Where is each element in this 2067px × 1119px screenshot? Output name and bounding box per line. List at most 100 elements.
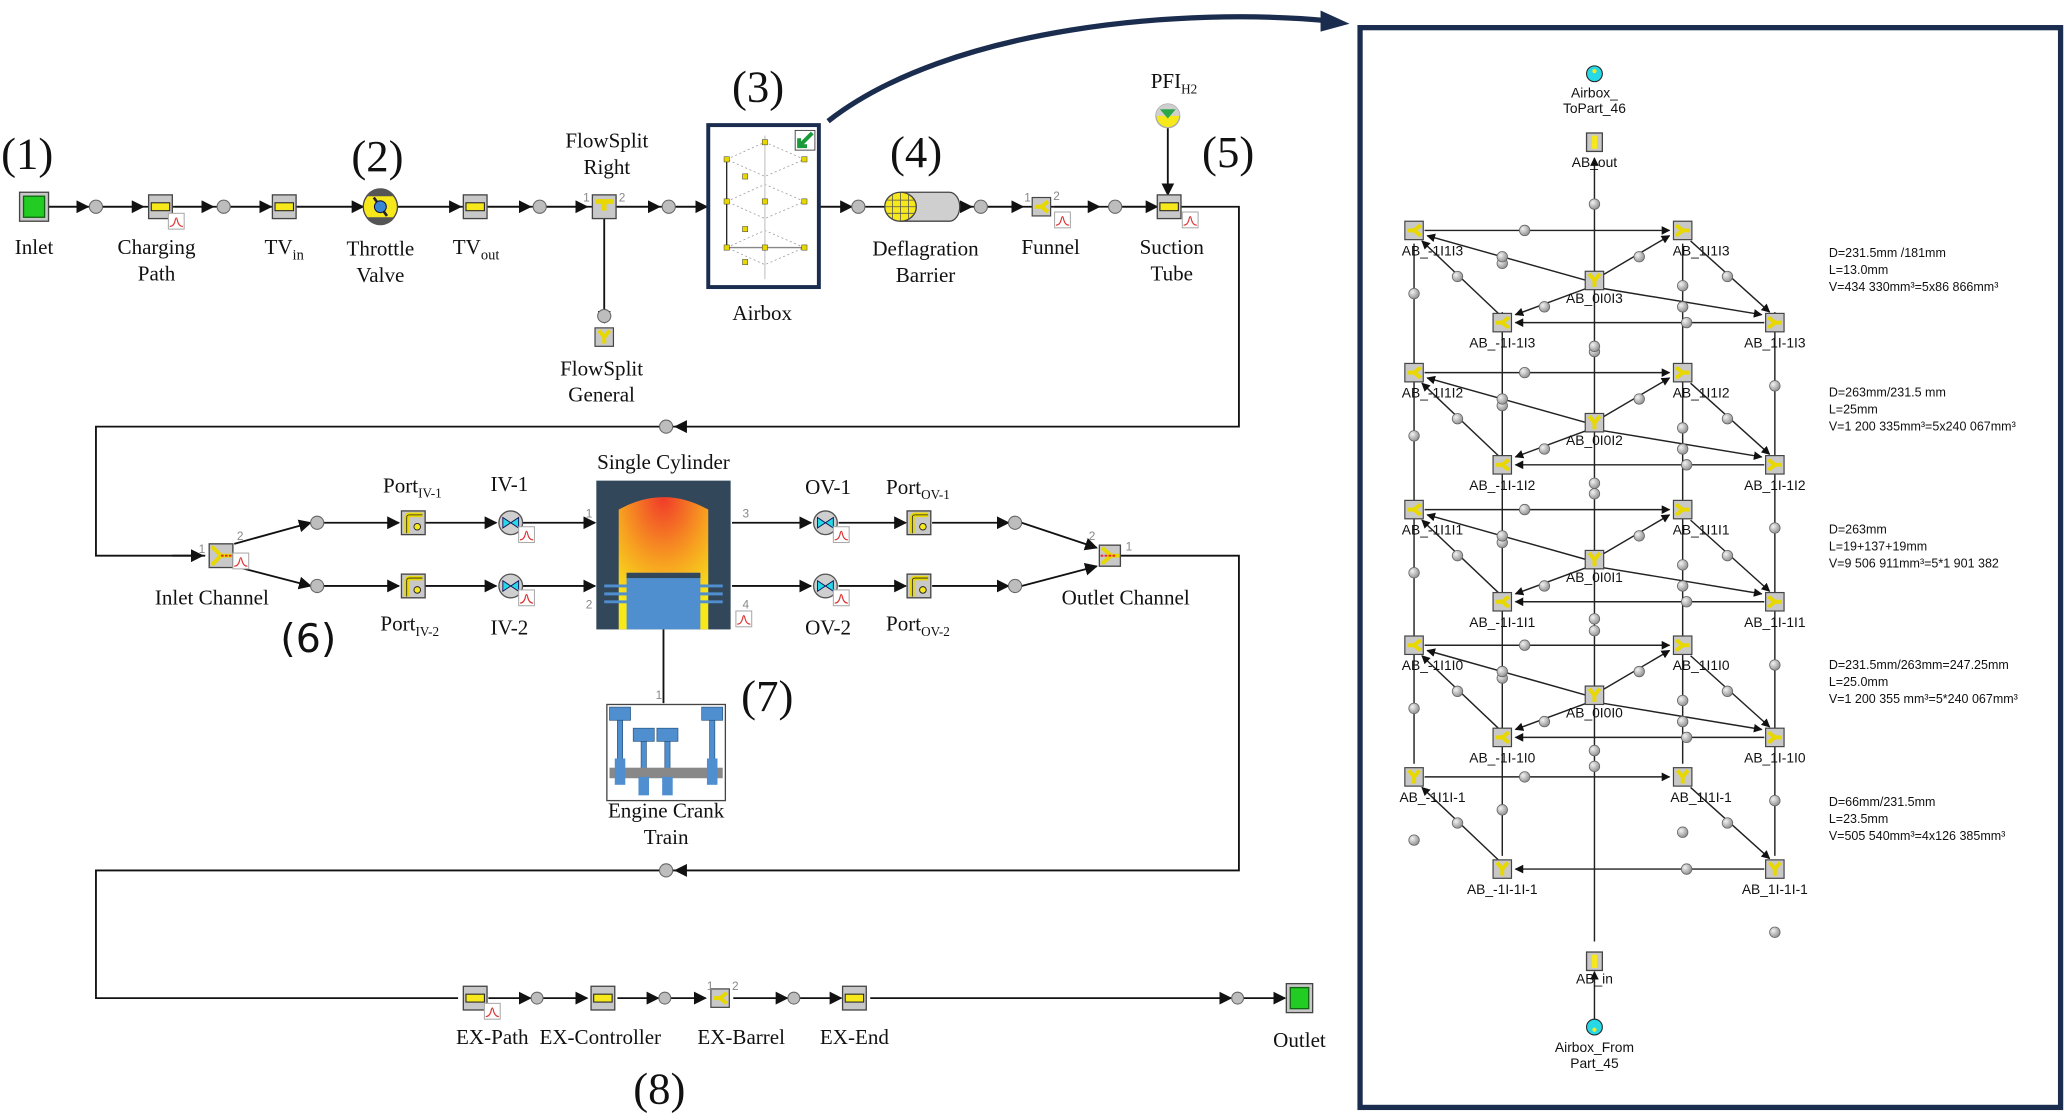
section-number-8: (8) [633,1063,685,1113]
junction-node [1769,380,1781,392]
single-cylinder-block[interactable]: 1 2 3 4 Single Cylinder [586,450,753,630]
ov2-valve[interactable]: OV-2 [805,573,851,640]
bottom-connection-label: Part_45 [1570,1055,1619,1071]
airbox-right-flowsplit[interactable] [1671,361,1694,384]
ov1-label: OV-1 [805,475,851,499]
port-number: 2 [237,529,244,543]
deflagration-barrier-block[interactable]: Deflagration Barrier [872,191,979,287]
tv-in-block[interactable]: TVin [264,194,305,264]
flowsplit-general-block[interactable]: FlowSplit General [560,325,643,407]
section-number-5: (5) [1202,127,1254,177]
outlet-channel-block[interactable]: 2 1 Outlet Channel [1062,529,1190,610]
airbox-block[interactable]: Airbox [706,123,821,325]
ex-barrel-block[interactable]: 1 2 EX-Barrel [697,979,785,1049]
airbox-right-flowsplit[interactable] [1671,219,1694,242]
airbox-front-left-flowsplit[interactable] [1491,857,1514,881]
junction-node [1007,515,1023,530]
airbox-left-flowsplit[interactable] [1402,498,1426,521]
flowsplit-right-block[interactable]: 1 2 FlowSplit Right [565,128,649,220]
junction-node [1451,550,1464,562]
pfi-h2-injector[interactable]: PFIH2 [1151,69,1198,129]
inlet-block[interactable]: Inlet [15,191,54,259]
tv-out-block[interactable]: TVout [453,194,500,264]
airbox-from-part-connection-icon[interactable] [1586,1018,1603,1036]
airbox-front-left-flowsplit[interactable] [1491,311,1514,334]
port-ov1-block[interactable]: PortOV-1 [886,475,950,535]
airbox-left-flowsplit[interactable] [1402,219,1426,242]
port-ov2-block[interactable]: PortOV-2 [886,574,950,639]
airbox-left-label: AB_-1I1I2 [1402,385,1463,401]
airbox-front-right-flowsplit[interactable] [1763,590,1787,613]
airbox-to-part-connection-icon[interactable] [1586,65,1603,83]
junction-node [1721,413,1734,425]
airbox-front-left-flowsplit[interactable] [1491,453,1514,477]
junction-node [1451,413,1464,425]
airbox-front-left-flowsplit[interactable] [1491,590,1514,613]
engine-crank-train-block[interactable]: 1 Engine Crank Train [606,688,727,849]
junction-node [1677,422,1689,434]
plot-icon [832,589,850,607]
cylinder-row: 1 2 Inlet Channel PortIV-1 PortIV-2 IV-1… [95,450,1240,1000]
throttle-valve-block[interactable]: Throttle Valve [346,188,414,287]
note-line: L=23.5mm [1829,812,1888,826]
note-5: D=66mm/231.5mm L=23.5mm V=505 540mm³=4x1… [1829,795,2005,843]
ex-path-block[interactable]: EX-Path [456,985,529,1049]
iv1-valve[interactable]: IV-1 [491,472,536,544]
airbox-left-flowsplit[interactable] [1402,634,1426,657]
iv2-valve[interactable]: IV-2 [491,573,536,640]
junction-node [1677,559,1689,571]
airbox-center-flowsplit[interactable] [1583,684,1606,707]
airbox-center-label: AB_0I0I1 [1566,569,1623,585]
airbox-front-right-flowsplit[interactable] [1763,726,1787,749]
port-iv2-block[interactable]: PortIV-2 [380,574,439,639]
airbox-right-flowsplit[interactable] [1671,498,1694,521]
suction-tube-block[interactable]: Suction Tube [1140,194,1205,286]
airbox-left-label: AB_-1I1I0 [1402,657,1464,673]
junction-node [1496,530,1508,542]
inlet-channel-label: Inlet Channel [155,585,269,609]
junction-node [1451,270,1464,283]
airbox-front-left-label: AB_-1I-1I1 [1469,614,1535,630]
note-line: V=434 330mm³=5x86 866mm³ [1829,280,1999,294]
inlet-channel-block[interactable]: 1 2 Inlet Channel [155,529,269,610]
port-iv1-block[interactable]: PortIV-1 [383,473,442,534]
link-arrow-icon [797,131,814,149]
airbox-front-right-flowsplit[interactable] [1763,857,1787,881]
ex-end-block[interactable]: EX-End [820,985,889,1049]
airbox-front-left-flowsplit[interactable] [1491,726,1514,749]
port-iv2-label: PortIV-2 [380,612,439,639]
airbox-left-flowsplit[interactable] [1402,765,1426,789]
charging-path-block[interactable]: Charging Path [118,194,196,286]
airbox-center-flowsplit[interactable] [1583,548,1606,571]
outlet-block[interactable]: Outlet [1273,982,1326,1052]
airbox-left-flowsplit[interactable] [1402,361,1426,384]
funnel-block[interactable]: 1 2 Funnel [1021,189,1080,259]
injector-icon [1159,109,1176,119]
ov1-valve[interactable]: OV-1 [805,475,851,544]
airbox-center-flowsplit[interactable] [1583,269,1606,292]
junction-node [1633,393,1645,405]
airbox-detail-frame [1357,25,2064,1111]
junction-node [1677,715,1689,728]
port-number: 1 [707,979,714,993]
ex-controller-block[interactable]: EX-Controller [539,985,661,1049]
airbox-right-flowsplit[interactable] [1671,634,1694,657]
junction-node [1518,639,1531,651]
airbox-front-right-flowsplit[interactable] [1763,311,1787,334]
airbox-front-right-flowsplit[interactable] [1763,453,1787,477]
section-number-6: (6) [280,616,336,662]
junction-node [1451,817,1464,829]
airbox-front-left-label: AB_-1I-1I3 [1469,335,1535,351]
ex-barrel-label: EX-Barrel [697,1025,785,1049]
junction-node [1538,580,1551,592]
airbox-detail-panel: Airbox_ToPart_46AB_outAB_inAirbox_FromPa… [1357,25,2064,1111]
junction-node [973,199,988,214]
junction-node [1677,580,1689,592]
port-number: 1 [583,190,590,204]
airbox-right-flowsplit[interactable] [1671,765,1694,789]
airbox-front-right-label: AB_1I-1I2 [1744,477,1805,493]
throttle-label-line1: Throttle [346,236,414,260]
airbox-center-flowsplit[interactable] [1583,411,1606,434]
junction-node [1588,488,1601,500]
